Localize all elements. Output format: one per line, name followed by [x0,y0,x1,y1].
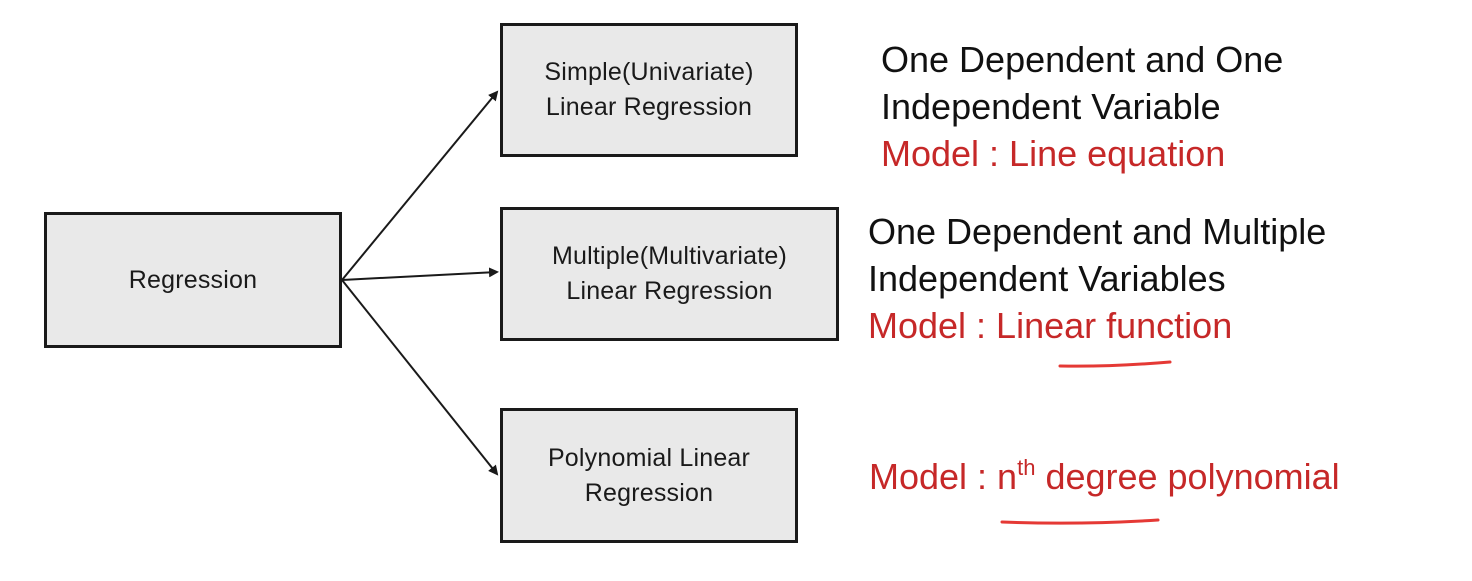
arrow-to-simple [341,90,499,281]
multiple-label-line-1: Multiple(Multivariate) [551,242,787,270]
multiple-description-line-2: Independent Variables [868,258,1226,299]
polynomial-model-superscript: th [1017,455,1036,480]
regression-node: Regression [44,212,342,348]
simple-description: One Dependent and One Independent Variab… [881,36,1283,177]
simple-label-line-2: Linear Regression [545,93,753,121]
simple-description-line-2: Independent Variable [881,86,1221,127]
polynomial-label-line-2: Regression [584,478,714,507]
annotation-underline-polynomial-model [1000,518,1160,525]
polynomial-model-text: Model : nth degree polynomial [869,453,1340,500]
polynomial-linear-regression-node: Polynomial Linear Regression [500,408,798,543]
arrow-to-polynomial [341,279,499,476]
simple-label-line-1: Simple(Univariate) [544,58,754,86]
regression-label: Regression [128,265,258,294]
multiple-label-line-2: Linear Regression [566,277,773,305]
polynomial-description: Model : nth degree polynomial [869,453,1340,500]
multiple-linear-regression-node: Multiple(Multivariate) Linear Regression [500,207,839,341]
multiple-model-text: Model : Linear function [868,305,1233,346]
multiple-description-line-1: One Dependent and Multiple [868,211,1327,252]
simple-description-line-1: One Dependent and One [881,39,1284,80]
polynomial-label-line-1: Polynomial Linear [547,443,751,472]
multiple-description: One Dependent and Multiple Independent V… [868,208,1326,349]
arrow-to-multiple [341,267,499,281]
simple-model-text: Model : Line equation [881,133,1226,174]
simple-linear-regression-node: Simple(Univariate) Linear Regression [500,23,798,157]
annotation-underline-linear-function [1058,360,1172,368]
polynomial-model-prefix: Model : n [869,456,1018,497]
polynomial-model-suffix: degree polynomial [1035,456,1340,497]
